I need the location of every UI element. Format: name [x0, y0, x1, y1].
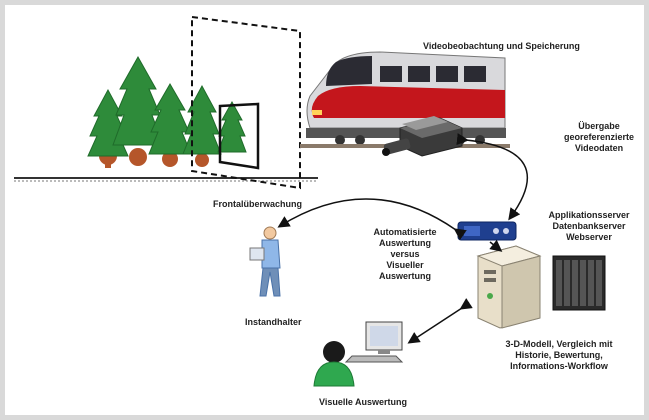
label-auto-1: Automatisierte	[373, 227, 437, 237]
blade-server-icon	[552, 255, 606, 311]
tree-icon	[87, 55, 247, 168]
label-frontal: Frontalüberwachung	[213, 199, 303, 209]
label-auto-4: Visueller	[386, 260, 424, 270]
track-line	[14, 177, 318, 182]
frontal-view-frame	[191, 15, 301, 190]
arrow-server-to-workstation	[407, 298, 473, 344]
arrow-train-to-gps	[456, 133, 528, 221]
arrow-gps-to-server	[489, 239, 503, 252]
label-model: 3-D-Modell, Vergleich mit Historie, Bewe…	[489, 339, 629, 372]
label-transfer-2: georeferenzierte	[563, 132, 635, 142]
camera-view-box	[218, 102, 260, 170]
label-maintainer: Instandhalter	[245, 317, 302, 327]
label-transfer-1: Übergabe	[578, 121, 620, 131]
computer-workstation-icon	[344, 321, 404, 363]
label-auto-5: Auswertung	[378, 271, 431, 281]
arrow-gps-to-maintainer	[277, 198, 467, 241]
server-tower-icon	[476, 245, 542, 329]
label-transfer-3: Videodaten	[574, 143, 624, 153]
label-auto-eval: Automatisierte Auswertung versus Visuell…	[367, 227, 443, 282]
label-servers-1: Applikationsserver	[548, 210, 630, 220]
recorder-device-icon	[399, 116, 463, 157]
video-camera-icon	[382, 138, 411, 156]
user-silhouette-icon	[313, 341, 355, 387]
label-model-3: Informations-Workflow	[510, 361, 608, 371]
label-servers-3: Webserver	[566, 232, 612, 242]
gps-device-icon	[457, 221, 517, 241]
label-video-storage: Videobeobachtung und Speicherung	[423, 41, 580, 51]
label-auto-3: versus	[390, 249, 420, 259]
label-visual-eval: Visuelle Auswertung	[319, 397, 408, 407]
maintainer-person-icon	[249, 226, 281, 297]
label-transfer: Übergabe georeferenzierte Videodaten	[551, 121, 647, 154]
label-auto-2: Auswertung	[378, 238, 431, 248]
label-servers: Applikationsserver Datenbankserver Webse…	[535, 210, 643, 243]
label-servers-2: Datenbankserver	[552, 221, 626, 231]
label-model-2: Historie, Bewertung,	[515, 350, 603, 360]
label-model-1: 3-D-Modell, Vergleich mit	[505, 339, 613, 349]
